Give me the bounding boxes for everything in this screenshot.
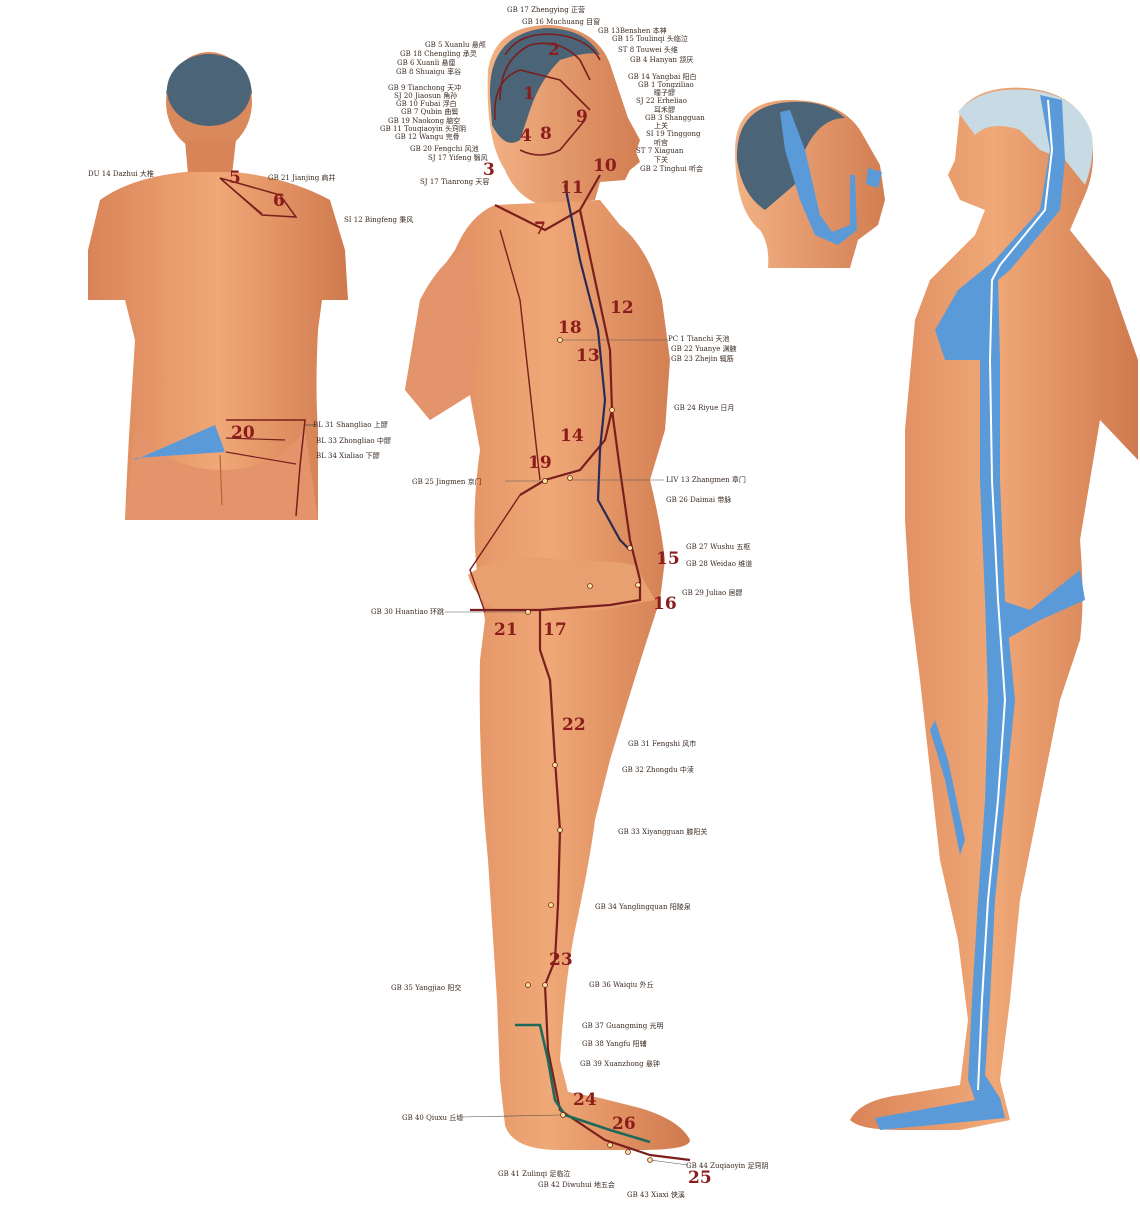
- acupoint-label: 下关: [654, 156, 668, 165]
- acupoint-label: ST 7 Xiaguan: [636, 147, 683, 156]
- point-number: 17: [543, 620, 567, 640]
- point-number: 25: [688, 1168, 712, 1188]
- acupoint-label: GB 16 Muchuang 目窗: [522, 18, 600, 27]
- acupoint-label: GB 24 Riyue 日月: [674, 404, 734, 413]
- acupoint-label: GB 6 Xuanli 悬厘: [397, 59, 456, 68]
- acupoint-label: GB 8 Shuaigu 率谷: [396, 68, 461, 77]
- point-number: 23: [549, 950, 573, 970]
- acupoint-label: SI 19 Tinggong: [646, 130, 701, 139]
- acupoint-label: BL 33 Zhongliao 中髎: [316, 437, 391, 446]
- acupoint-label: GB 20 Fengchi 风池: [410, 145, 479, 154]
- acupoint-label: SJ 17 Tianrong 天容: [420, 178, 489, 187]
- acupoint-label: GB 34 Yanglingquan 阳陵泉: [595, 903, 691, 912]
- acupoint-label: GB 29 Juliao 居髎: [682, 589, 743, 598]
- point-number: 24: [573, 1090, 597, 1110]
- acupoint-label: GB 26 Daimai 带脉: [666, 496, 731, 505]
- acupoint-label: GB 23 Zhejin 辄筋: [671, 355, 734, 364]
- acupoint-label: GB 43 Xiaxi 侠溪: [627, 1191, 685, 1200]
- acupoint-label: DU 14 Dazhui 大椎: [88, 170, 154, 179]
- acupoint-label: GB 15 Toulinqi 头临泣: [612, 35, 688, 44]
- acupoint-label: GB 27 Wushu 五枢: [686, 543, 750, 552]
- point-number: 14: [560, 426, 584, 446]
- point-number: 12: [610, 298, 634, 318]
- acupoint-label: ST 8 Touwei 头维: [618, 46, 678, 55]
- point-number: 20: [231, 423, 255, 443]
- acupoint-label: SJ 22 Erheliao: [636, 97, 687, 106]
- front-side-figure: [850, 88, 1138, 1130]
- acupoint-label: GB 35 Yangjiao 阳交: [391, 984, 461, 993]
- acupoint-label: GB 39 Xuanzhong 悬钟: [580, 1060, 660, 1069]
- acupoint-label: GB 18 Chengling 承灵: [400, 50, 477, 59]
- acupoint-label: BL 31 Shangliao 上髎: [313, 421, 388, 430]
- point-number: 2: [548, 40, 560, 60]
- acupoint-label: GB 12 Wangu 完骨: [395, 133, 460, 142]
- acupoint-label: GB 22 Yuanye 渊腋: [671, 345, 737, 354]
- point-number: 11: [560, 178, 584, 198]
- acupoint-label: GB 2 Tinghui 听会: [640, 165, 703, 174]
- point-number: 10: [593, 156, 617, 176]
- point-number: 19: [528, 453, 552, 473]
- acupoint-label: GB 36 Waiqiu 外丘: [589, 981, 654, 990]
- point-number: 16: [653, 594, 677, 614]
- point-number: 15: [656, 549, 680, 569]
- point-number: 26: [612, 1114, 636, 1134]
- point-number: 5: [229, 168, 241, 188]
- point-number: 6: [273, 191, 285, 211]
- acupoint-label: GB 33 Xiyangguan 膝阳关: [618, 828, 707, 837]
- acupoint-label: BL 34 Xialiao 下髎: [316, 452, 380, 461]
- point-number: 21: [494, 620, 518, 640]
- side-view-figure: [405, 25, 690, 1165]
- acupoint-label: GB 21 Jianjing 肩井: [268, 174, 335, 183]
- point-number: 7: [534, 219, 546, 239]
- head-meridian-figure: [735, 100, 885, 268]
- acupoint-label: LIV 13 Zhangmen 章门: [666, 476, 746, 485]
- acupoint-label: GB 37 Guangming 光明: [582, 1022, 663, 1031]
- back-view-figure: [88, 52, 348, 520]
- acupoint-label: SI 12 Bingfeng 秉风: [344, 216, 413, 225]
- acupoint-label: GB 30 Huantiao 环跳: [371, 608, 444, 617]
- point-number: 4: [520, 126, 532, 146]
- point-number: 8: [540, 124, 552, 144]
- acupoint-label: GB 41 Zulinqi 足临泣: [498, 1170, 570, 1179]
- acupoint-label: GB 32 Zhongdu 中渎: [622, 766, 694, 775]
- acupoint-label: GB 40 Qiuxu 丘墟: [402, 1114, 463, 1123]
- acupoint-label: GB 42 Diwuhui 地五会: [538, 1181, 615, 1190]
- acupoint-label: GB 17 Zhengying 正营: [507, 6, 585, 15]
- acupoint-label: SJ 17 Yifeng 翳风: [428, 154, 488, 163]
- acupoint-label: GB 28 Weidao 维道: [686, 560, 752, 569]
- acupoint-label: GB 4 Hanyan 颔厌: [630, 56, 693, 65]
- point-number: 9: [576, 107, 588, 127]
- acupoint-label: GB 7 Qubin 曲鬓: [401, 108, 458, 117]
- acupoint-label: GB 38 Yangfu 阳辅: [582, 1040, 647, 1049]
- point-number: 1: [523, 84, 535, 104]
- acupoint-label: PC 1 Tianchi 天池: [668, 335, 729, 344]
- acupoint-label: GB 31 Fengshi 风市: [628, 740, 696, 749]
- point-number: 3: [483, 160, 495, 180]
- acupoint-label: GB 25 Jingmen 京门: [412, 478, 482, 487]
- point-number: 18: [558, 318, 582, 338]
- point-number: 13: [576, 346, 600, 366]
- acupoint-label: GB 5 Xuanlu 悬颅: [425, 41, 486, 50]
- point-number: 22: [562, 715, 586, 735]
